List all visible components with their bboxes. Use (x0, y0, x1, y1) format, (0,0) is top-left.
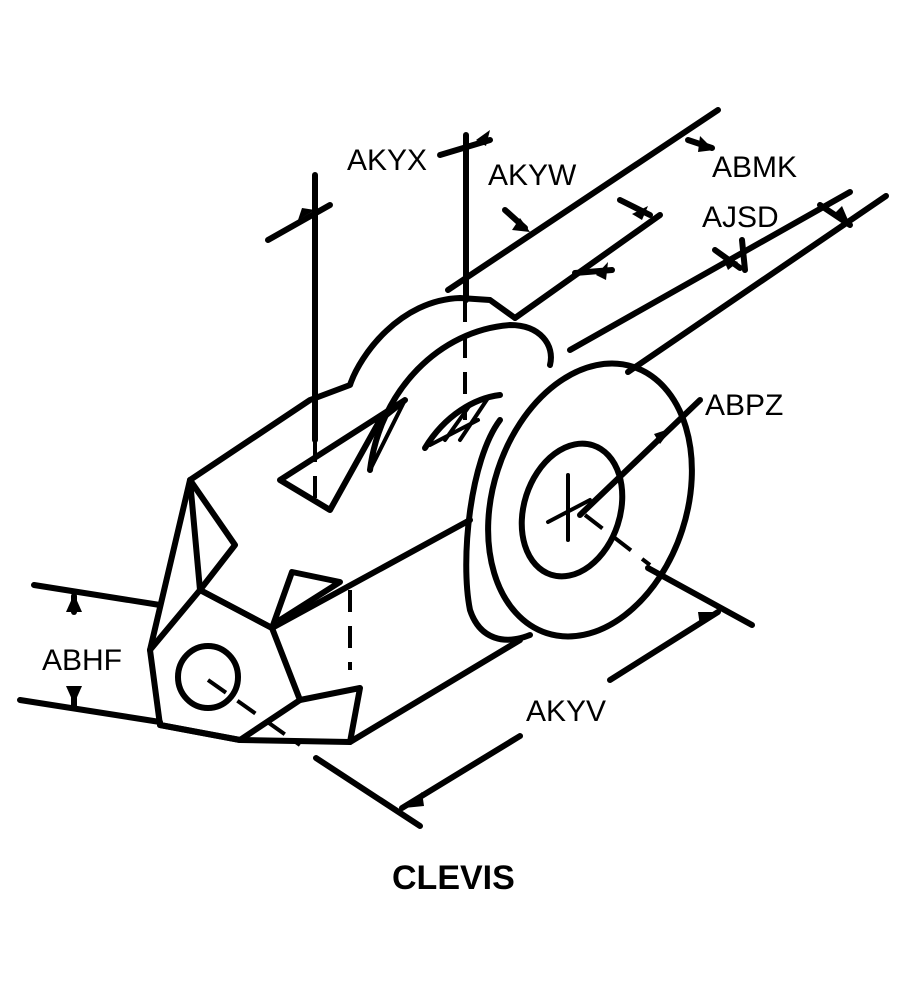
dimension-akyx: AKYX (265, 130, 493, 443)
end-hole (175, 643, 302, 747)
label-akyv: AKYV (526, 695, 606, 728)
label-akyx: AKYX (347, 144, 427, 177)
label-ajsd: AJSD (702, 201, 779, 234)
diagram-title: CLEVIS (392, 859, 515, 897)
dimension-ajsd: AJSD (567, 189, 853, 353)
dimension-akyv: AKYV (313, 565, 755, 829)
dimension-abpz: ABPZ (577, 389, 783, 518)
dimension-abhf: ABHF (17, 582, 163, 725)
label-abpz: ABPZ (705, 389, 783, 422)
label-akyw: AKYW (488, 159, 577, 192)
label-abmk: ABMK (712, 151, 797, 184)
clevis-body (147, 295, 523, 745)
dimension-abmk: ABMK (625, 136, 889, 375)
label-abhf: ABHF (42, 644, 122, 677)
dimension-akyw: AKYW (445, 107, 721, 321)
pin-head (313, 300, 695, 670)
